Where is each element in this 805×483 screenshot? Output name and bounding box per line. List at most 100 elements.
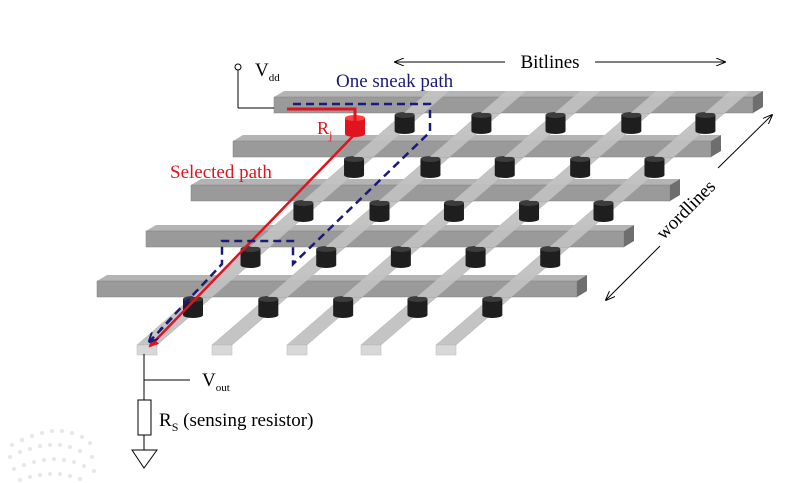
memristor-top: [443, 200, 464, 206]
memristor-w3-b3: [443, 200, 464, 222]
memristor-w3-b5: [593, 200, 614, 222]
wordline-1: [273, 91, 763, 114]
memristor-bottom: [333, 312, 354, 318]
memristor-body: [519, 203, 540, 219]
memristor-body: [471, 115, 492, 131]
memristor-bottom: [443, 216, 464, 222]
memristor-w4-b3: [390, 246, 411, 268]
bitlines-label: Bitlines: [520, 52, 579, 73]
memristor-bottom: [369, 216, 390, 222]
bitline-4-cross-5: [416, 275, 463, 297]
memristor-bottom: [695, 128, 716, 134]
memristor-bottom: [644, 172, 665, 178]
memristor-top: [390, 246, 411, 252]
memristor-w3-b4: [519, 200, 540, 222]
memristor-w2-b2: [420, 156, 441, 178]
memristor-body: [621, 115, 642, 131]
bitline-4-cross-4: [474, 225, 521, 247]
memristor-bottom: [621, 128, 642, 134]
memristor-bottom: [593, 216, 614, 222]
bitline-5-cross-3: [602, 179, 649, 201]
bitline-3-cross-5: [342, 275, 388, 297]
memristor-top: [695, 112, 716, 118]
bitline-4-end: [360, 344, 382, 356]
memristor-body: [545, 115, 566, 131]
memristor-top: [570, 156, 591, 162]
memristor-body: [333, 299, 354, 315]
memristor-w4-b5: [540, 246, 561, 268]
selected-path-top: [287, 107, 357, 122]
wordline-3-end: [670, 179, 680, 201]
wordlines-dimension-arrow: [606, 115, 772, 300]
wordline-2: [232, 135, 721, 158]
memristor-bottom: [570, 172, 591, 178]
wordline-2-front: [232, 140, 712, 158]
memristor-w1-b1: [394, 112, 415, 134]
memristor-top: [369, 200, 390, 206]
bitline-4-cross-2: [579, 135, 626, 157]
bitline-2-cross-1: [480, 91, 527, 113]
bitline-1-end: [136, 344, 158, 356]
memristor-body: [407, 299, 428, 315]
bitline-2-cross-4: [325, 225, 371, 247]
watermark-globe: [8, 429, 96, 482]
memristor-w5-b5: [482, 296, 503, 318]
bitline-3-cross-3: [453, 179, 499, 201]
wordline-2-top: [233, 135, 721, 141]
sneak-path-arrow: [150, 317, 173, 341]
crossbar-array: [96, 91, 763, 356]
memristor-top: [644, 156, 665, 162]
wordline-1-end: [753, 91, 763, 113]
bitline-5-cross-5: [491, 275, 538, 297]
bitline-5-cross-4: [549, 225, 595, 247]
wordline-4-end: [624, 225, 634, 247]
bitline-3-cross-1: [554, 91, 601, 113]
memristor-bottom: [390, 262, 411, 268]
memristor-bottom: [183, 312, 204, 318]
bitline-1-cross-2: [353, 135, 399, 157]
bitline-2-cross-2: [429, 135, 476, 157]
memristor-w1-b4: [621, 112, 642, 134]
memristor-w1-b2: [471, 112, 492, 134]
memristor-bottom: [316, 262, 337, 268]
memristor-w2-b3: [494, 156, 515, 178]
bitline-3-end: [286, 344, 308, 356]
selected-path-label: Selected path: [170, 162, 272, 183]
vdd-label: Vdd: [255, 60, 280, 84]
memristor-body: [593, 203, 614, 219]
memristor-body: [465, 249, 486, 265]
memristor-top: [482, 296, 503, 302]
memristor-w2-b4: [570, 156, 591, 178]
memristor-body: [540, 249, 561, 265]
memristor-body: [183, 299, 204, 315]
sneak-path-line: [159, 102, 432, 331]
memristor-body: [644, 159, 665, 175]
bitline-2-end: [211, 344, 233, 356]
sneak-path-label: One sneak path: [336, 71, 454, 92]
memristor-bottom: [482, 312, 503, 318]
sensing-circuit: [131, 354, 190, 469]
memristor-top: [465, 246, 486, 252]
sensing-resistor: [137, 399, 152, 436]
memristor-top: [540, 246, 561, 252]
bitline-2-cross-5: [267, 275, 314, 297]
memristor-w4-b4: [465, 246, 486, 268]
memristor-body: [394, 115, 415, 131]
memristor-top: [545, 112, 566, 118]
memristor-w5-b4: [407, 296, 428, 318]
memristor-body: [316, 249, 337, 265]
wordline-5-end: [577, 275, 587, 297]
vdd-terminal: [234, 63, 274, 109]
memristor-bottom: [258, 312, 279, 318]
memristor-body: [390, 249, 411, 265]
bitline-4-cross-1: [630, 91, 677, 113]
memristor-w1-b3: [545, 112, 566, 134]
memristor-top: [316, 246, 337, 252]
memristor-bottom: [545, 128, 566, 134]
memristor-top: [258, 296, 279, 302]
path-overlay: [150, 102, 432, 348]
bitline-1-cross-1: [403, 91, 450, 113]
memristor-top: [407, 296, 428, 302]
memristor-bottom: [344, 172, 365, 178]
rj-body: [345, 118, 365, 134]
